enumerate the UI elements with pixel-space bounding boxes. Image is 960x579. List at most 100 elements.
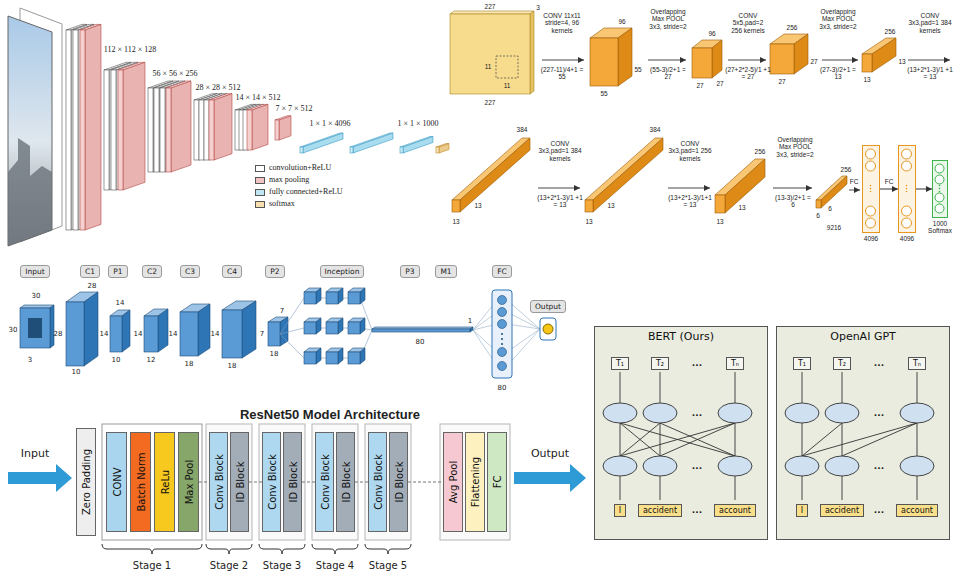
layer-tag: P2	[265, 265, 284, 278]
block-front	[110, 316, 122, 352]
link-line	[802, 423, 842, 456]
layer-name: Inception	[325, 267, 360, 276]
layer-annotation: 27	[696, 82, 703, 89]
io-label: Output	[531, 448, 569, 461]
neuron	[866, 206, 876, 216]
block-front	[326, 352, 338, 364]
dimension-label: 56 × 56 × 256	[152, 69, 197, 78]
layer-annotation: 384	[517, 126, 528, 133]
input-volume	[450, 11, 534, 94]
layer-annotation: 11	[504, 82, 511, 89]
input-arrow	[8, 464, 72, 492]
block-front	[770, 44, 794, 74]
dimension-label: 7	[260, 330, 264, 338]
block-side	[198, 304, 210, 356]
inception-branch	[304, 318, 321, 334]
layer-bar: ID Block	[283, 432, 302, 532]
block-side	[50, 305, 54, 348]
layer-annotation: 27	[810, 58, 817, 65]
layer-size: 1000 Softmax	[926, 220, 954, 234]
block-front	[350, 147, 353, 153]
layer-annotation: 256	[841, 166, 852, 173]
flattened-vector	[372, 327, 473, 332]
neuron	[498, 320, 507, 329]
block-front	[326, 322, 338, 334]
layer-bar: Conv Block	[368, 432, 387, 532]
connector-label: FC	[884, 178, 895, 185]
token-text: account	[901, 506, 933, 515]
flow-arrow	[849, 190, 860, 191]
block-name: Avg Pool	[448, 461, 459, 503]
layer-size: 4096	[892, 235, 922, 242]
block-side	[439, 144, 449, 154]
layer-bar: ID Block	[230, 432, 249, 532]
block-front	[348, 292, 360, 304]
link-line	[280, 328, 304, 334]
layer-annotation: 96	[618, 18, 625, 25]
block-side	[171, 81, 191, 172]
layer-name: C2	[147, 267, 157, 276]
resnet-figure	[8, 424, 586, 554]
block-front	[73, 30, 78, 230]
block-front	[590, 38, 618, 86]
flow-arrow	[668, 188, 710, 189]
layer-annotation: (55-3)/2+1 = 27	[646, 66, 690, 81]
output-arrow	[514, 464, 586, 492]
stage-bracket	[102, 544, 202, 554]
token-box: account	[896, 504, 938, 517]
layer-bar: Avg Pool	[443, 432, 463, 532]
token-text: accident	[643, 506, 677, 515]
token-text: T₁	[798, 359, 806, 368]
layer-tag: C2	[142, 265, 162, 278]
token-box: account	[714, 504, 756, 517]
layer-annotation: CONV 5x5,pad=2 256 kernels	[727, 12, 769, 34]
block-side	[122, 310, 130, 352]
fc-box-outline	[932, 160, 948, 218]
input-photo	[8, 16, 52, 246]
link-line	[620, 423, 660, 456]
ellipsis-dot	[501, 338, 503, 340]
layer-annotation: 13	[452, 218, 459, 225]
block-side	[84, 292, 98, 366]
block-top	[450, 11, 534, 14]
block-top	[20, 305, 54, 308]
layer-annotation: FC	[850, 178, 859, 185]
model-panel: OpenAI GPTT₁T₂TₙIaccidentaccount	[776, 326, 950, 540]
block-name: Flattening	[470, 457, 481, 507]
ellipsis: ...	[874, 408, 884, 418]
block-name: ID Block	[393, 462, 404, 503]
link-line	[735, 476, 736, 500]
stage-frame	[365, 424, 411, 540]
dimension-label: 28	[88, 282, 97, 290]
inception-branch	[348, 288, 365, 304]
ellipsis-dot	[906, 185, 908, 187]
dimension-label: 3	[28, 356, 32, 364]
layer-annotation: 55	[634, 66, 641, 73]
block-front	[111, 70, 116, 190]
dimension-label: 10	[112, 356, 121, 364]
block-front	[180, 312, 198, 356]
block-side	[316, 318, 321, 334]
output-box	[540, 318, 556, 340]
block-side	[794, 34, 808, 74]
ellipsis: ...	[692, 461, 702, 471]
block-front	[80, 30, 85, 230]
neuron	[935, 175, 944, 184]
block-side	[280, 317, 288, 346]
block-front	[275, 120, 279, 140]
block-name: ReLu	[159, 470, 170, 494]
block-side	[153, 81, 173, 172]
stage-label: Stage 1	[133, 560, 171, 572]
transformer-unit	[603, 456, 637, 476]
block-front	[692, 48, 712, 78]
layer-annotation: 13	[898, 58, 905, 65]
stage-frame	[312, 424, 358, 540]
link-line	[660, 423, 735, 456]
legend-swatch	[255, 189, 265, 196]
token-box: accident	[820, 504, 864, 517]
layer-annotation: 256	[885, 28, 896, 35]
block-side	[338, 348, 343, 364]
block-front	[400, 147, 403, 153]
model-panel: BERT (Ours)T₁T₂TₙIaccidentaccount	[594, 326, 768, 540]
stage-bracket	[365, 544, 411, 554]
